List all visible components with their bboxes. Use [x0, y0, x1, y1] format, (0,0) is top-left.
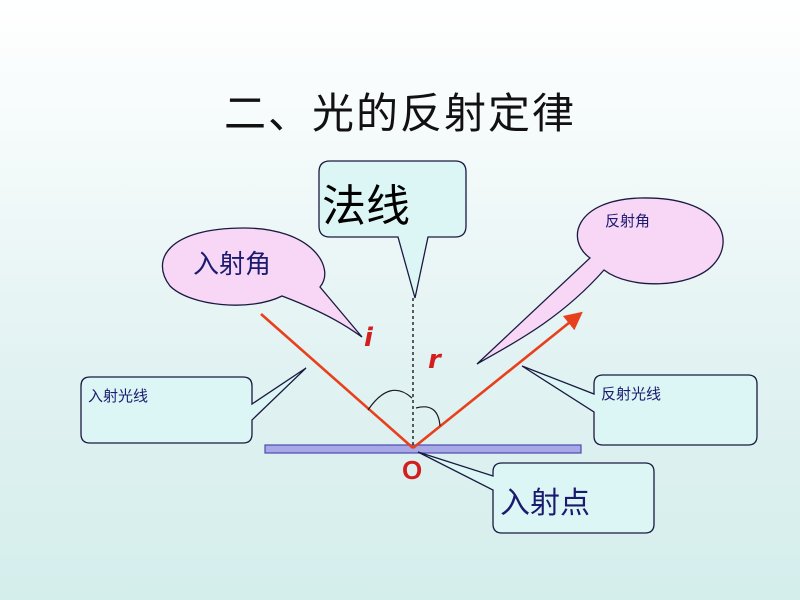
reflection-angle-label: 反射角 [605, 212, 651, 230]
incident-angle-label: 入射角 [193, 250, 272, 280]
callout-incident-point [417, 451, 655, 534]
callout-normal-line [318, 160, 467, 299]
callout-reflected-ray [521, 365, 758, 446]
reflection-angle-arc [415, 406, 441, 427]
callout-reflection-angle [476, 197, 724, 365]
normal-line-label: 法线 [322, 181, 410, 232]
reflected-ray [412, 311, 583, 450]
mirror-surface [264, 444, 582, 454]
incident-point-label: 入射点 [500, 486, 590, 521]
incident-angle-arc [367, 389, 413, 411]
reflected-ray-label: 反射光线 [601, 385, 662, 403]
angle-i-symbol: i [364, 323, 373, 353]
incident-ray-label: 入射光线 [88, 387, 149, 405]
angle-r-symbol: r [428, 345, 441, 375]
callout-incident-angle [161, 227, 363, 338]
slide-title: 二、光的反射定律 [223, 89, 576, 138]
point-o-symbol: O [402, 455, 423, 485]
callout-incident-ray [80, 367, 307, 444]
incident-ray [260, 313, 414, 449]
